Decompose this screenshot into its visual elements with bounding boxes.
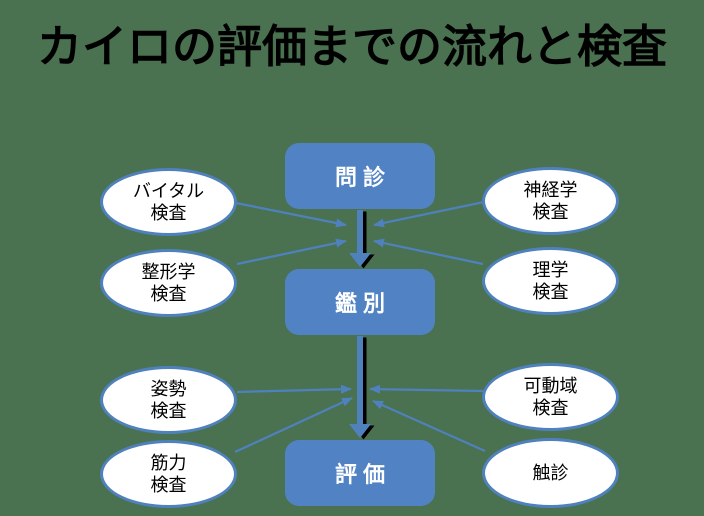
ellipse-muscle-line2: 検査	[150, 475, 187, 495]
ellipse-neurology-line1: 神経学	[523, 180, 578, 200]
ellipse-rom-line2: 検査	[532, 398, 569, 418]
ellipse-physical-line2: 検査	[532, 282, 569, 302]
arrow-ortho-to-junction	[236, 238, 347, 266]
ellipse-palpation: 触診	[482, 438, 619, 508]
arrow-palpation-to-junction	[372, 399, 486, 453]
feeder-arrows-upper	[235, 200, 485, 266]
ellipse-palpation-line1: 触診	[532, 463, 569, 483]
ellipse-posture-test: 姿勢 検査	[100, 366, 237, 434]
ellipse-orthopedic-test: 整形学 検査	[100, 249, 237, 317]
main-arrow-body	[349, 336, 371, 438]
ellipse-vital-line1: バイタル	[132, 181, 205, 201]
main-arrow-shadow	[352, 211, 375, 269]
ellipse-range-of-motion-test: 可動域 検査	[482, 363, 619, 431]
flow-box-hyoka-label: 評価	[334, 462, 391, 487]
ellipse-neurology-line2: 検査	[532, 202, 569, 222]
main-arrow-shadow	[352, 337, 375, 440]
ellipse-physical-test: 理学 検査	[482, 247, 619, 315]
flow-box-hyoka: 評価	[285, 440, 435, 506]
main-arrow-kanbetsu-hyoka	[349, 336, 375, 440]
arrow-physical-to-junction	[373, 238, 484, 266]
ellipse-vital-line2: 検査	[150, 203, 187, 223]
ellipse-neurology-test: 神経学 検査	[482, 167, 619, 235]
feeder-arrows-lower	[234, 384, 486, 454]
diagram-title: カイロの評価までの流れと検査	[36, 21, 667, 72]
ellipse-orthopedic-line2: 検査	[150, 284, 187, 304]
ellipse-physical-line1: 理学	[532, 260, 569, 280]
arrow-muscle-to-junction	[234, 396, 353, 454]
ellipse-posture-line2: 検査	[150, 401, 187, 421]
ellipse-muscle-strength-test: 筋力 検査	[100, 440, 237, 508]
ellipse-rom-line1: 可動域	[523, 376, 578, 396]
arrow-posture-to-junction	[236, 384, 352, 394]
ellipse-orthopedic-line1: 整形学	[141, 262, 196, 282]
arrow-vital-to-junction	[235, 201, 347, 228]
main-arrow-monshin-kanbetsu	[349, 210, 375, 269]
flow-box-kanbetsu: 鑑別	[285, 269, 435, 335]
ellipse-muscle-line1: 筋力	[150, 453, 187, 473]
flow-box-monshin: 問診	[285, 143, 435, 209]
ellipse-vital-test: バイタル 検査	[100, 168, 237, 236]
arrow-neuro-to-junction	[373, 200, 485, 228]
main-arrow-body	[349, 210, 371, 267]
flow-box-kanbetsu-label: 鑑別	[334, 291, 391, 316]
flow-box-monshin-label: 問診	[334, 165, 391, 190]
arrow-rom-to-junction	[369, 384, 484, 394]
ellipse-posture-line1: 姿勢	[150, 379, 187, 399]
